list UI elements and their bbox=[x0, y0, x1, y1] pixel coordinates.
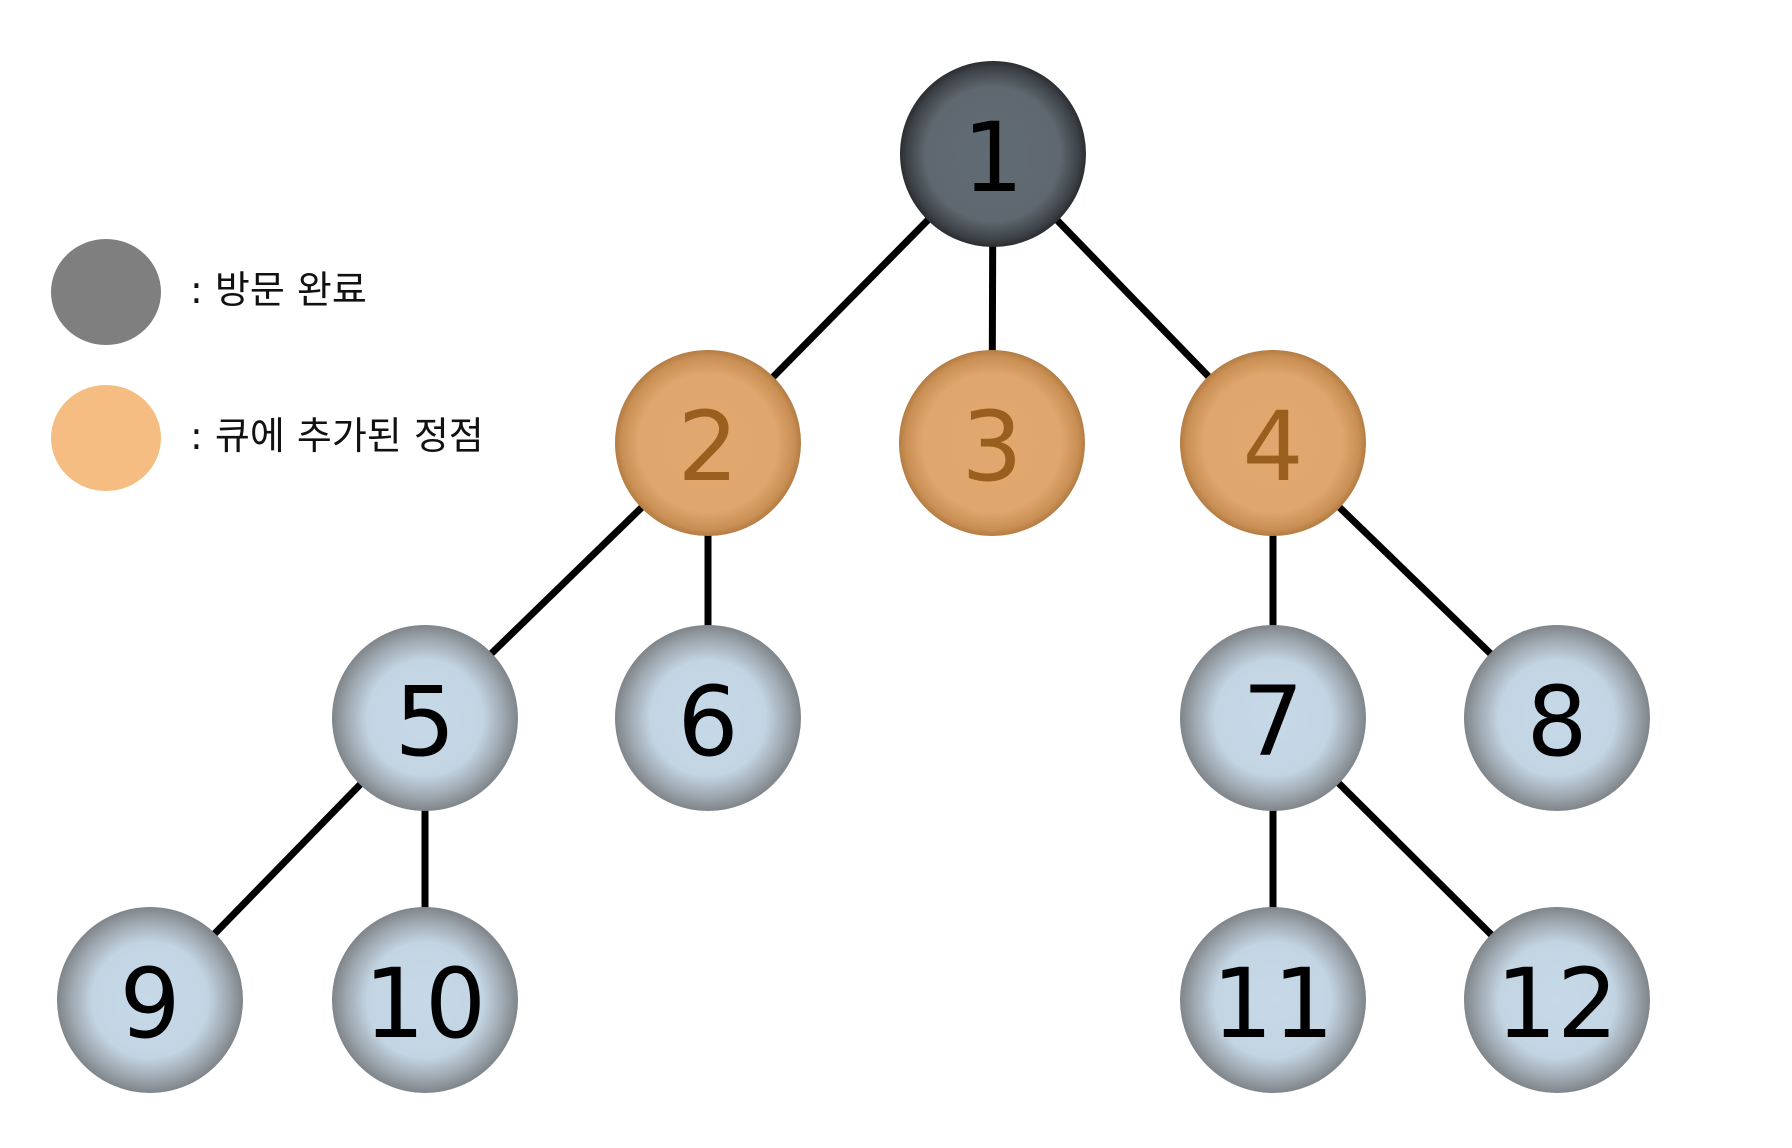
node-11: 11 bbox=[1180, 907, 1366, 1093]
legend-queued-label: : 큐에 추가된 정점 bbox=[190, 414, 484, 458]
legend-queued-swatch bbox=[51, 385, 161, 491]
node-5-circle bbox=[332, 625, 518, 811]
node-8-label: 8 bbox=[1526, 666, 1587, 778]
node-2: 2 bbox=[615, 350, 801, 536]
node-12-circle bbox=[1464, 907, 1650, 1093]
node-5: 5 bbox=[332, 625, 518, 811]
node-12: 12 bbox=[1464, 907, 1650, 1093]
legend: : 방문 완료 : 큐에 추가된 정점 bbox=[51, 239, 484, 491]
node-11-circle bbox=[1180, 907, 1366, 1093]
node-3-circle bbox=[899, 350, 1085, 536]
node-10-label: 10 bbox=[364, 948, 486, 1060]
node-1-label: 1 bbox=[962, 102, 1023, 214]
legend-visited-swatch bbox=[51, 239, 161, 345]
node-8-circle bbox=[1464, 625, 1650, 811]
node-2-circle bbox=[615, 350, 801, 536]
node-1: 1 bbox=[900, 61, 1086, 247]
node-2-label: 2 bbox=[677, 391, 738, 503]
node-7-label: 7 bbox=[1242, 666, 1303, 778]
node-12-label: 12 bbox=[1496, 948, 1618, 1060]
node-1-circle bbox=[900, 61, 1086, 247]
node-6: 6 bbox=[615, 625, 801, 811]
node-4-label: 4 bbox=[1242, 391, 1303, 503]
node-8: 8 bbox=[1464, 625, 1650, 811]
node-4-circle bbox=[1180, 350, 1366, 536]
node-4: 4 bbox=[1180, 350, 1366, 536]
node-9: 9 bbox=[57, 907, 243, 1093]
node-10: 10 bbox=[332, 907, 518, 1093]
node-7: 7 bbox=[1180, 625, 1366, 811]
node-10-circle bbox=[332, 907, 518, 1093]
legend-visited-label: : 방문 완료 bbox=[190, 268, 367, 312]
node-3-label: 3 bbox=[961, 391, 1022, 503]
node-11-label: 11 bbox=[1212, 948, 1334, 1060]
node-6-circle bbox=[615, 625, 801, 811]
node-7-circle bbox=[1180, 625, 1366, 811]
node-5-label: 5 bbox=[394, 666, 455, 778]
node-9-circle bbox=[57, 907, 243, 1093]
node-3: 3 bbox=[899, 350, 1085, 536]
node-9-label: 9 bbox=[119, 948, 180, 1060]
node-6-label: 6 bbox=[677, 666, 738, 778]
